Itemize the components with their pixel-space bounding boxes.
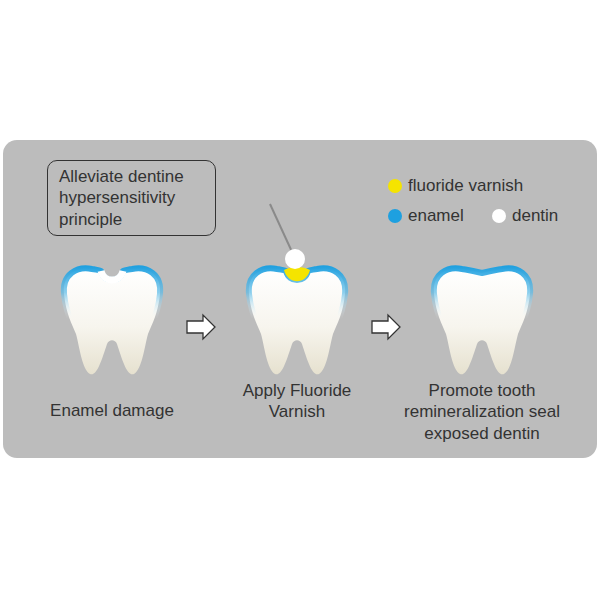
- applicator-stick: [270, 204, 293, 254]
- step-caption: Apply Fluoride Varnish: [222, 380, 372, 423]
- step-arrow: [187, 315, 215, 339]
- title-text: Alleviate dentine hypersensitivity princ…: [59, 166, 204, 230]
- legend-text: fluoride varnish: [408, 176, 523, 196]
- panel: [3, 140, 597, 458]
- legend-swatch: [388, 209, 402, 223]
- legend-item: dentin: [492, 206, 558, 226]
- step-caption: Enamel damage: [32, 400, 192, 421]
- step-arrow: [372, 315, 400, 339]
- varnish-tooth: [249, 204, 345, 374]
- step-caption: Promote tooth remineralization seal expo…: [402, 380, 562, 444]
- legend-swatch: [492, 209, 506, 223]
- legend-swatch: [388, 179, 402, 193]
- legend-text: enamel: [408, 206, 464, 226]
- legend-item: enamel: [388, 206, 464, 226]
- title-box: Alleviate dentine hypersensitivity princ…: [47, 160, 216, 236]
- applicator-tip: [285, 249, 305, 269]
- legend-item: fluoride varnish: [388, 176, 523, 196]
- healthy-tooth: [434, 268, 530, 374]
- damaged-tooth: [64, 268, 160, 374]
- legend-text: dentin: [512, 206, 558, 226]
